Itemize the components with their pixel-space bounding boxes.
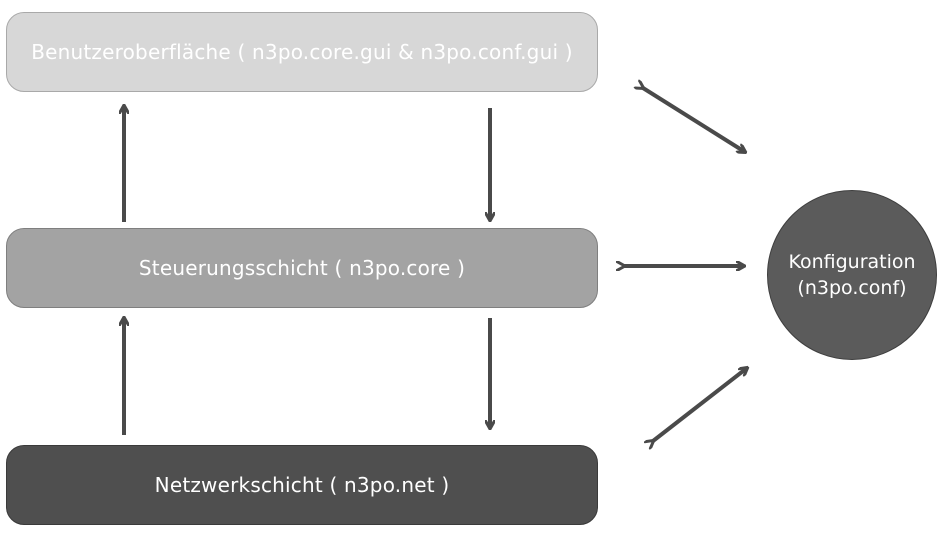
- net-layer-box: Netzwerkschicht ( n3po.net ): [6, 445, 598, 525]
- ui-layer-label: Benutzeroberfläche ( n3po.core.gui & n3p…: [31, 40, 573, 64]
- config-title: Konfiguration: [788, 251, 916, 273]
- config-circle: Konfiguration (n3po.conf): [767, 190, 937, 360]
- ui-layer-box: Benutzeroberfläche ( n3po.core.gui & n3p…: [6, 12, 598, 92]
- net-layer-label: Netzwerkschicht ( n3po.net ): [154, 473, 450, 497]
- arrow-ui-config: [643, 88, 745, 152]
- arrow-net-config: [653, 368, 747, 441]
- core-layer-box: Steuerungsschicht ( n3po.core ): [6, 228, 598, 308]
- core-layer-label: Steuerungsschicht ( n3po.core ): [138, 256, 466, 280]
- config-subtitle: (n3po.conf): [797, 277, 907, 299]
